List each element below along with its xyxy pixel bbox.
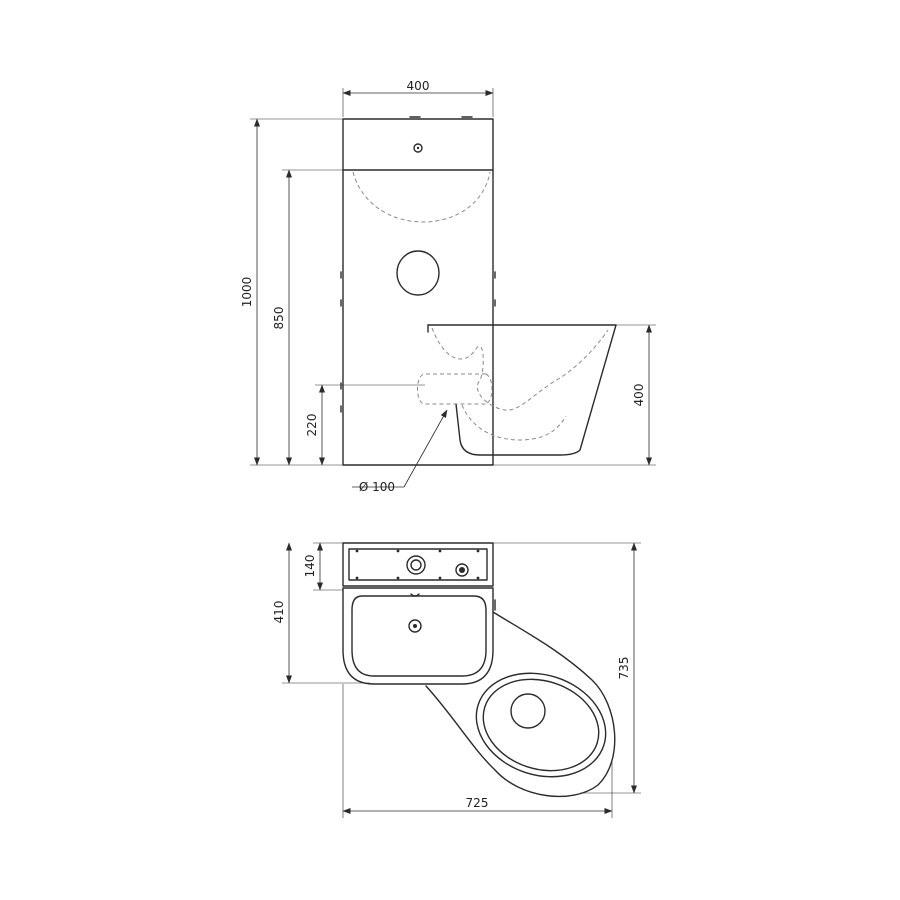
push-button-icon [406,555,426,575]
cabinet-outline [342,118,494,466]
wash-basin-inner [351,595,487,677]
plan-view-dimensions: 140 410 735 725 [272,542,641,818]
round-access-panel [396,250,440,296]
dim-label-height-850: 850 [272,307,286,330]
cabinet-top-fixtures [409,116,473,153]
panel-screws [355,549,480,580]
overflow-slot [410,593,420,597]
dim-label-depth-140: 140 [303,555,317,578]
side-view-dimensions: 400 1000 850 220 400 Ø 100 [240,79,656,494]
bowl-outlet-icon [510,693,546,729]
plan-top-panel-outer [342,542,494,587]
plan-top-panel-inner [348,548,488,581]
dim-label-width-400: 400 [407,79,430,93]
plan-view [342,542,616,798]
dim-label-diameter-100: Ø 100 [359,480,395,494]
dim-label-height-220: 220 [305,414,319,437]
dim-label-height-1000: 1000 [240,277,254,308]
dim-label-depth-735: 735 [617,657,631,680]
toilet-bowl-plan-inner [475,672,607,778]
hidden-trap-outline [431,327,609,411]
side-elevation-view [340,116,617,466]
valve-knob-icon [455,563,469,577]
dim-label-width-725: 725 [466,796,489,810]
toilet-bowl-plan-outer [425,611,616,798]
hidden-outlet-pipe [417,373,486,405]
hidden-basin-outline [352,171,491,223]
toilet-bowl-side [427,324,617,456]
dim-label-height-400: 400 [632,384,646,407]
wash-basin-outer [342,587,494,685]
dim-label-depth-410: 410 [272,601,286,624]
drain-icon [408,619,422,633]
tap-icon [413,143,423,153]
cabinet-side-marks [340,271,496,413]
